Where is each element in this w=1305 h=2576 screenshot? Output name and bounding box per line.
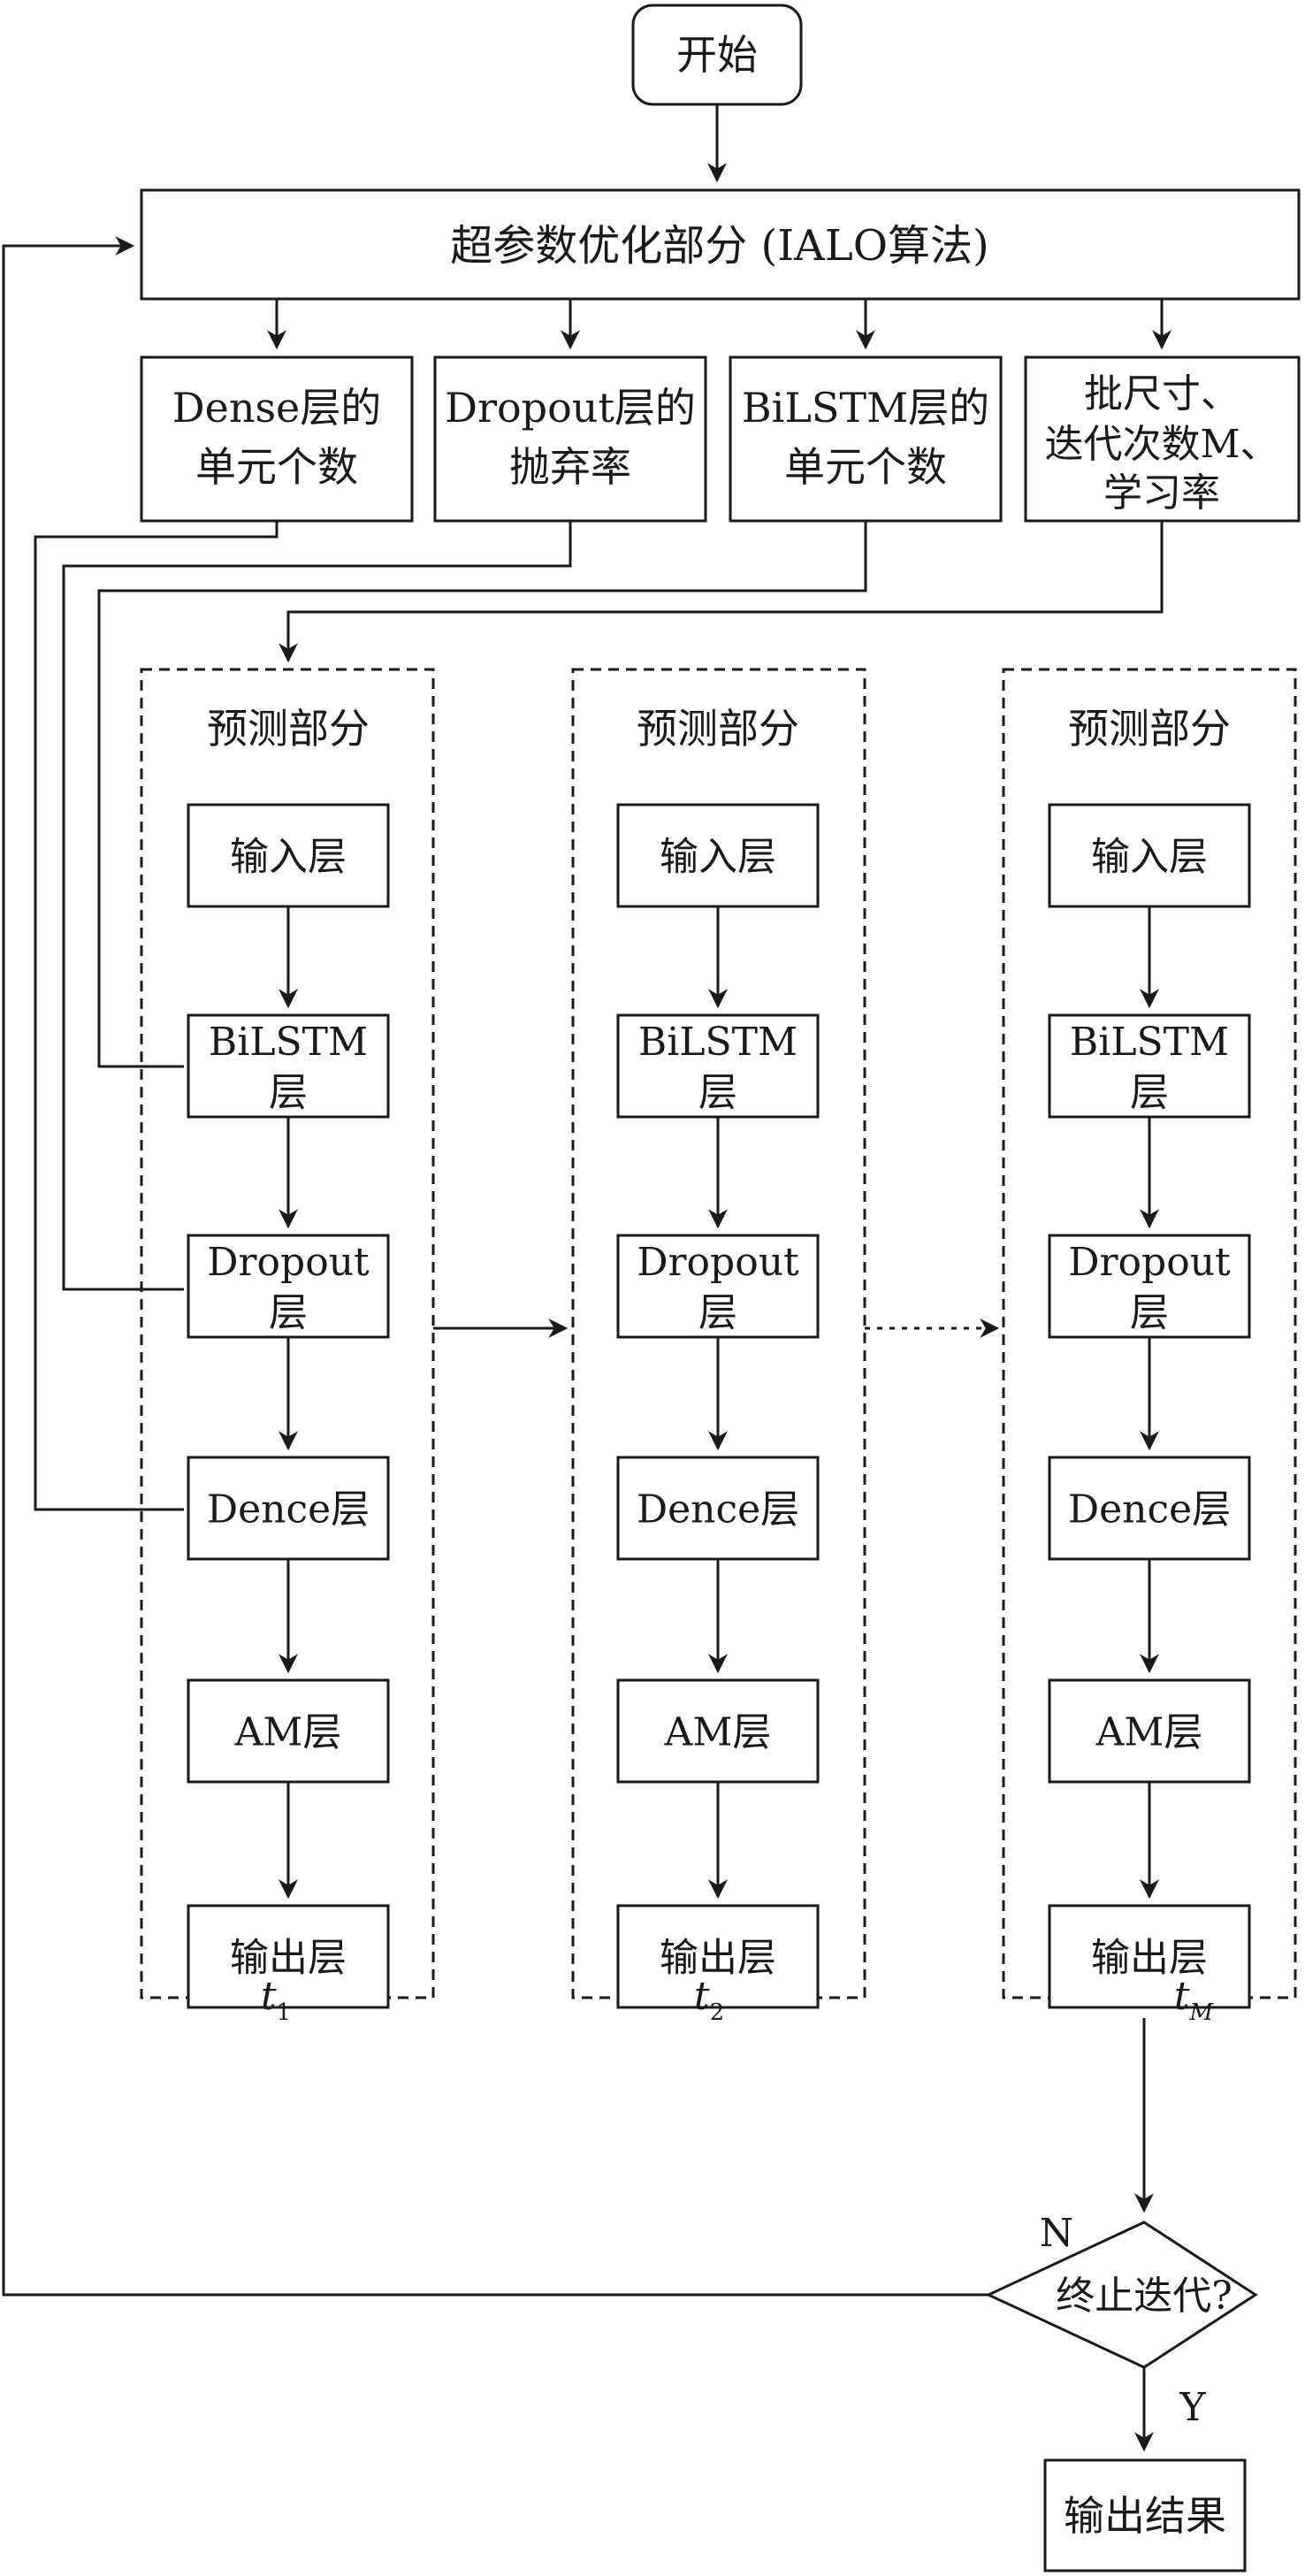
input-layer-label: 输入层 — [230, 835, 347, 880]
input-layer-label: 输入层 — [1091, 835, 1208, 880]
prediction-part-title: 预测部分 — [1068, 705, 1231, 753]
am-layer-label: AM层 — [664, 1710, 772, 1755]
dense-layer-box — [1048, 1456, 1251, 1561]
bilstm-layer-label-line-2: 层 — [1130, 1070, 1169, 1115]
am-layer-box — [1048, 1678, 1251, 1784]
dropout-layer-label-line-1: Dropout — [207, 1240, 370, 1285]
no-label: N — [1040, 2211, 1074, 2256]
input-layer-box — [1048, 803, 1251, 908]
param-dense-units-line-2: 单元个数 — [195, 443, 358, 491]
dropout-layer-label-line-1: Dropout — [637, 1240, 799, 1285]
dropout-layer-box — [616, 1234, 820, 1339]
bilstm-layer-box — [616, 1013, 820, 1119]
param-bilstm-units-line-1: BiLSTM层的 — [742, 384, 989, 432]
dropout-layer-box — [1048, 1234, 1251, 1339]
yes-label: Y — [1179, 2385, 1206, 2430]
connector-dropout-rate-to-dropout-layer — [62, 521, 572, 1291]
prediction-part-title: 预测部分 — [207, 705, 370, 753]
start-label: 开始 — [676, 31, 758, 79]
result-label: 输出结果 — [1064, 2492, 1226, 2540]
decision-label: 终止迭代? — [1056, 2274, 1232, 2319]
param-bilstm-units-line-2: 单元个数 — [784, 443, 947, 491]
optimizer-box — [140, 188, 1301, 301]
result-box — [1043, 2458, 1247, 2572]
output-layer-label: 输出层 — [1091, 1936, 1208, 1981]
dropout-layer-label-line-1: Dropout — [1068, 1240, 1231, 1285]
am-layer-label: AM层 — [1095, 1710, 1203, 1755]
time-label-t1: t1 — [261, 1974, 291, 2026]
param-dense-units-line-1: Dense层的 — [172, 384, 382, 432]
output-layer-label: 输出层 — [230, 1936, 347, 1981]
param-bilstm-units — [729, 355, 1003, 523]
connector-batch-iter-lr-to-prediction — [279, 521, 1164, 663]
dense-layer-box — [187, 1456, 390, 1561]
prediction-part-title: 预测部分 — [637, 705, 799, 753]
param-batch-iter-lr-line-3: 学习率 — [1103, 470, 1220, 516]
prediction-part-frame — [1002, 668, 1297, 1999]
param-dense-units — [140, 355, 414, 523]
am-layer-label: AM层 — [234, 1710, 342, 1755]
am-layer-box — [616, 1678, 820, 1784]
input-layer-label: 输入层 — [660, 835, 776, 880]
param-batch-iter-lr-line-1: 批尺寸、 — [1084, 371, 1240, 417]
output-layer-box — [1048, 1904, 1251, 2009]
dense-layer-label: Dence层 — [1068, 1487, 1231, 1533]
param-dropout-rate-line-2: 抛弃率 — [509, 443, 631, 491]
param-dropout-rate-line-1: Dropout层的 — [445, 384, 696, 432]
dense-layer-box — [616, 1456, 820, 1561]
time-label-t2: t2 — [694, 1974, 724, 2026]
dropout-layer-box — [187, 1234, 390, 1339]
bilstm-layer-label-line-1: BiLSTM — [1070, 1020, 1229, 1065]
dense-layer-label: Dence层 — [207, 1487, 370, 1533]
connector-dense-units-to-dense-layer — [34, 521, 279, 1511]
dropout-layer-label-line-2: 层 — [698, 1290, 737, 1335]
bilstm-layer-label-line-2: 层 — [269, 1070, 308, 1115]
prediction-part-frame — [571, 668, 866, 1999]
time-label-tm: tM — [1174, 1974, 1215, 2026]
dropout-layer-label-line-2: 层 — [269, 1290, 308, 1335]
output-layer-box — [616, 1904, 820, 2009]
param-dropout-rate — [433, 355, 707, 523]
prediction-part-frame — [140, 668, 435, 1999]
bilstm-layer-label-line-1: BiLSTM — [209, 1020, 368, 1065]
connector-bilstm-units-to-bilstm-layer — [97, 521, 867, 1068]
loop-back-to-optimizer — [2, 236, 988, 2297]
bilstm-layer-label-line-1: BiLSTM — [638, 1020, 798, 1065]
dropout-layer-label-line-2: 层 — [1130, 1290, 1169, 1335]
bilstm-layer-label-line-2: 层 — [698, 1070, 737, 1115]
param-batch-iter-lr-line-2: 迭代次数M、 — [1044, 422, 1278, 467]
param-batch-iter-lr — [1024, 355, 1301, 523]
dense-layer-label: Dence层 — [637, 1487, 799, 1533]
output-layer-box — [187, 1904, 390, 2009]
bilstm-layer-box — [1048, 1013, 1251, 1119]
optimizer-label: 超参数优化部分 (IALO算法) — [450, 221, 989, 271]
output-layer-label: 输出层 — [660, 1936, 776, 1981]
bilstm-layer-box — [187, 1013, 390, 1119]
